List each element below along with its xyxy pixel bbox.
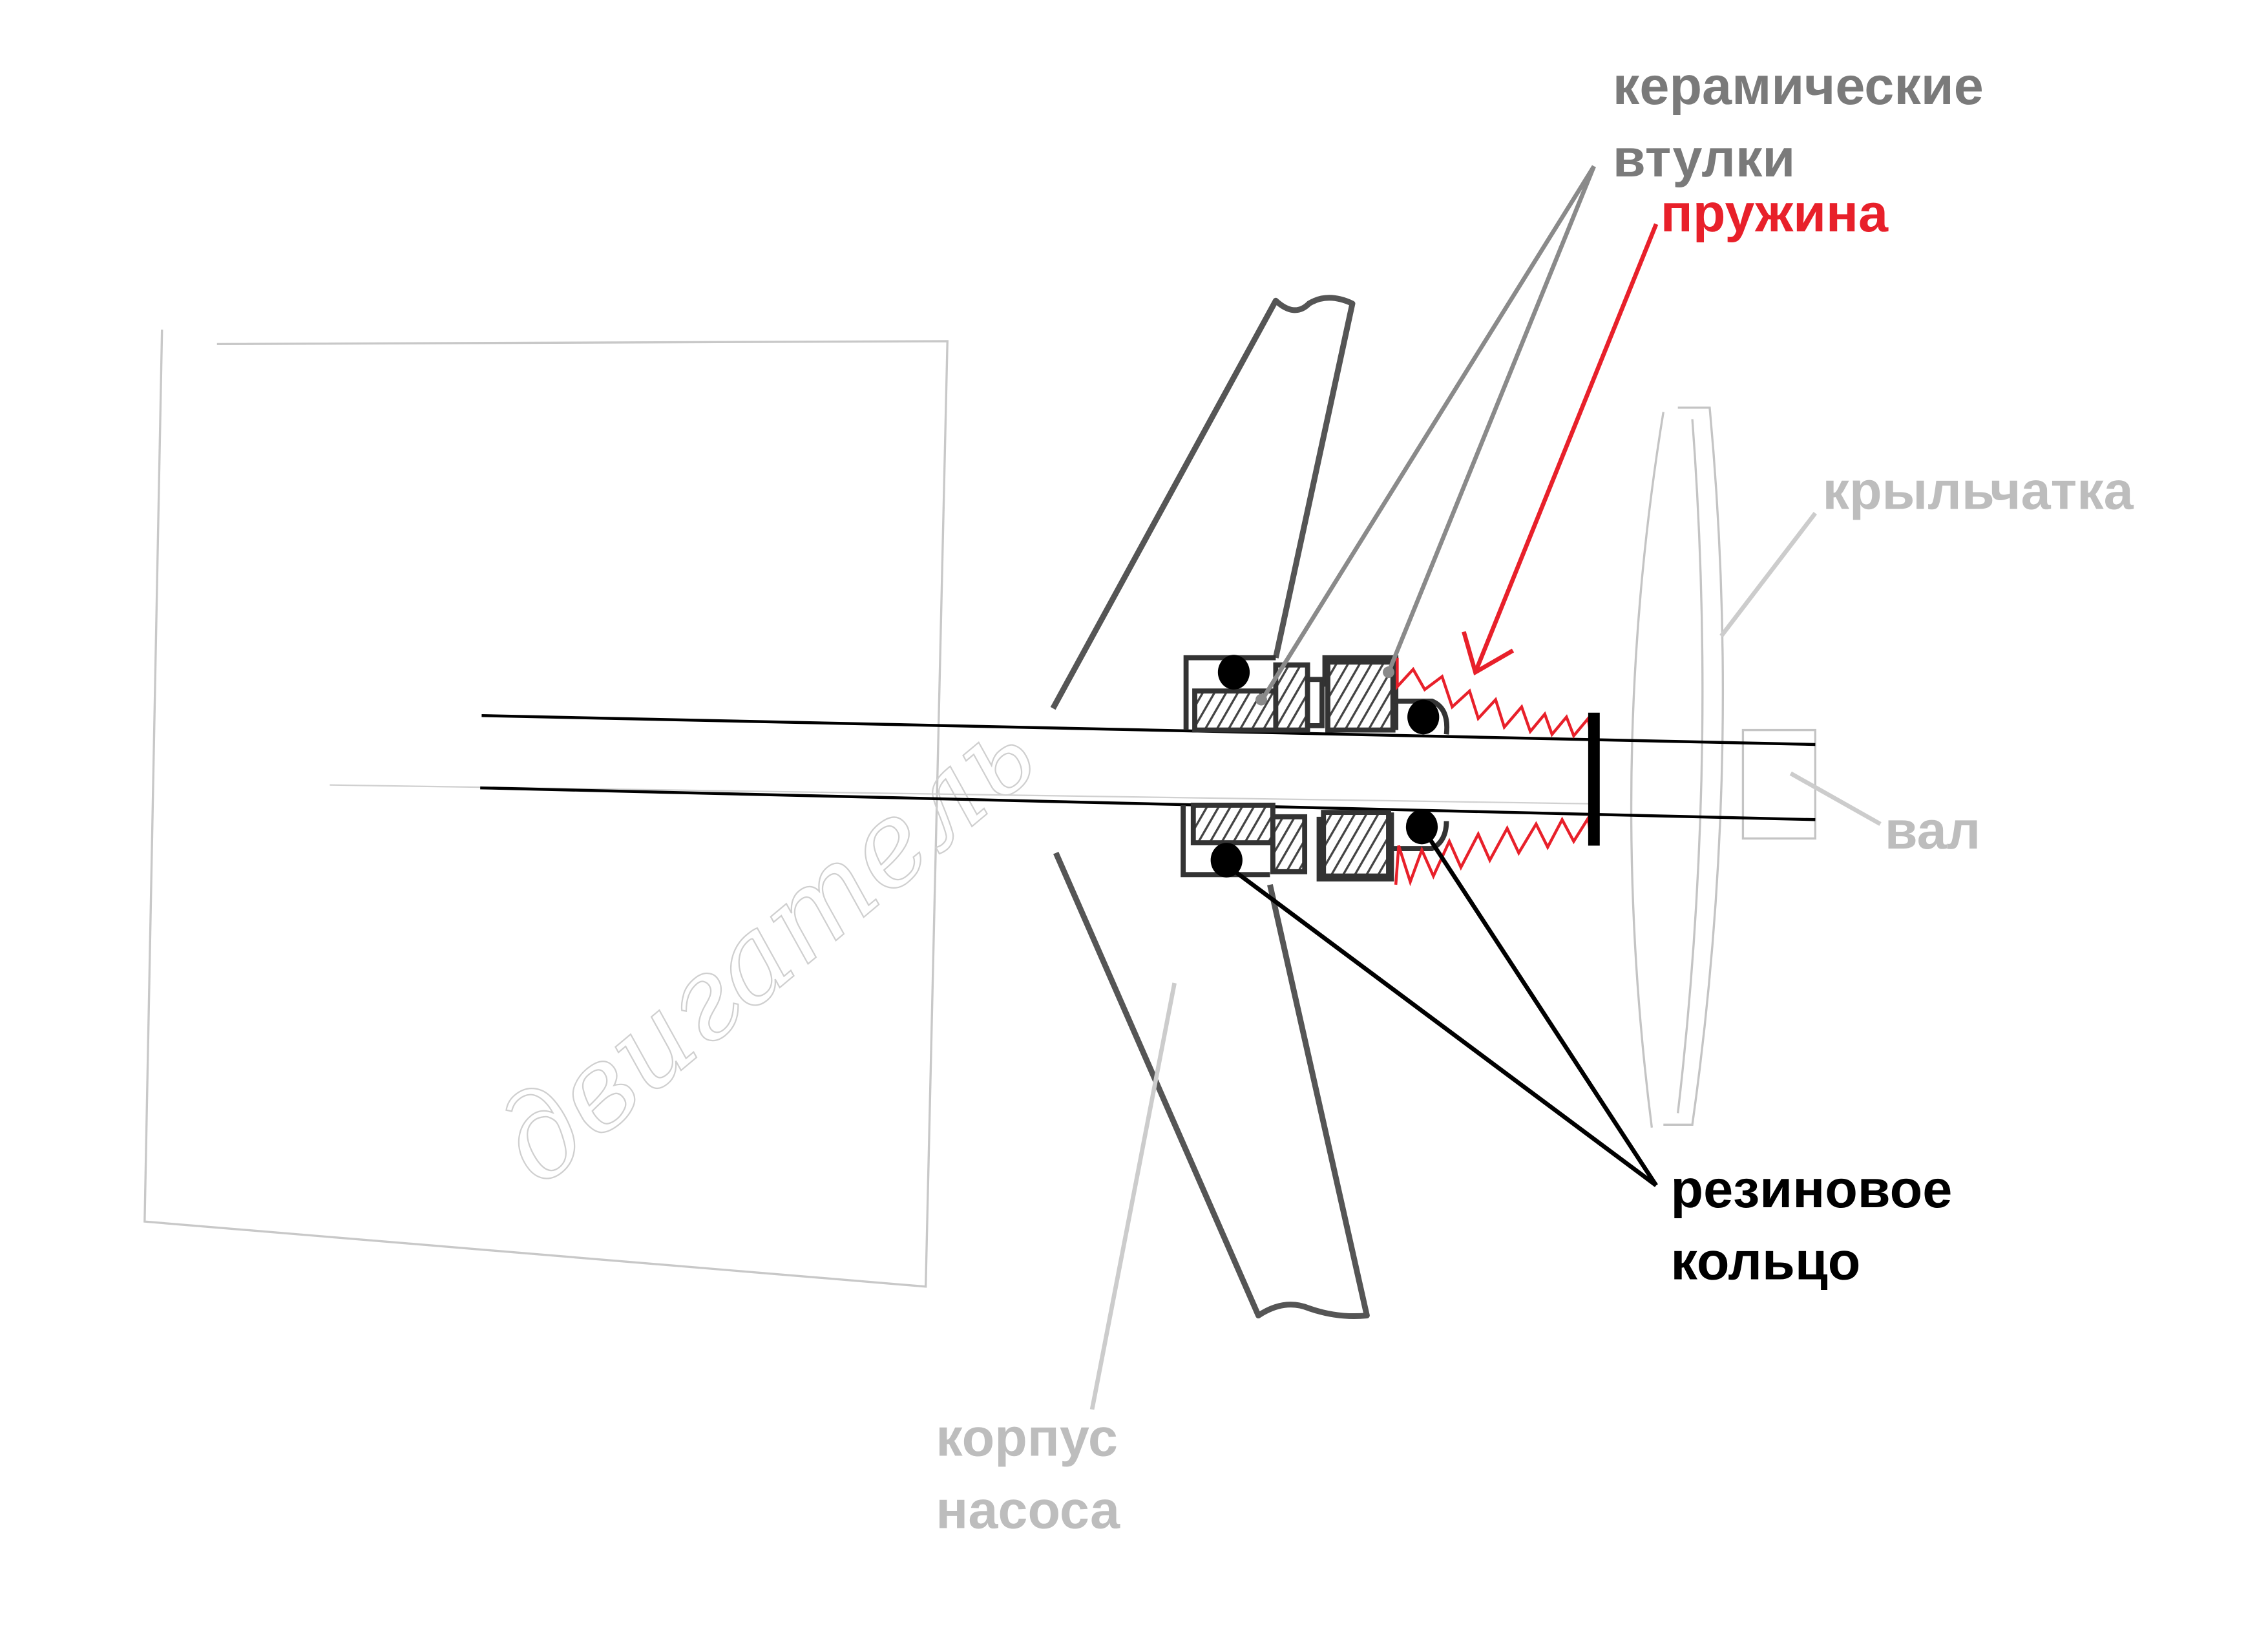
label-housing-line2: насоса [936,1479,1120,1539]
label-rubber-ring: резиновое кольцо [1670,1159,1952,1291]
label-ceramic-line1: керамические [1613,56,1984,116]
label-ceramic-bushings: керамические втулки [1613,56,1984,188]
label-rubber-line2: кольцо [1670,1231,1860,1291]
label-spring: пружина [1661,183,1889,243]
spring [1394,657,1593,887]
impeller-drawing [1630,407,1817,1128]
label-pump-housing: корпус насоса [936,1408,1120,1540]
pump-housing [1050,295,1370,1319]
label-ceramic-line2: втулки [1613,128,1795,188]
shaft [480,714,1816,821]
motor-handwritten-label: двигатель [471,685,1061,1210]
label-shaft: вал [1885,800,1980,860]
motor-outline: двигатель [143,329,1062,1288]
label-rubber-line1: резиновое [1670,1159,1952,1219]
label-impeller: крыльчатка [1823,460,2134,520]
label-housing-line1: корпус [936,1408,1118,1468]
leader-lines [1089,165,1882,1410]
